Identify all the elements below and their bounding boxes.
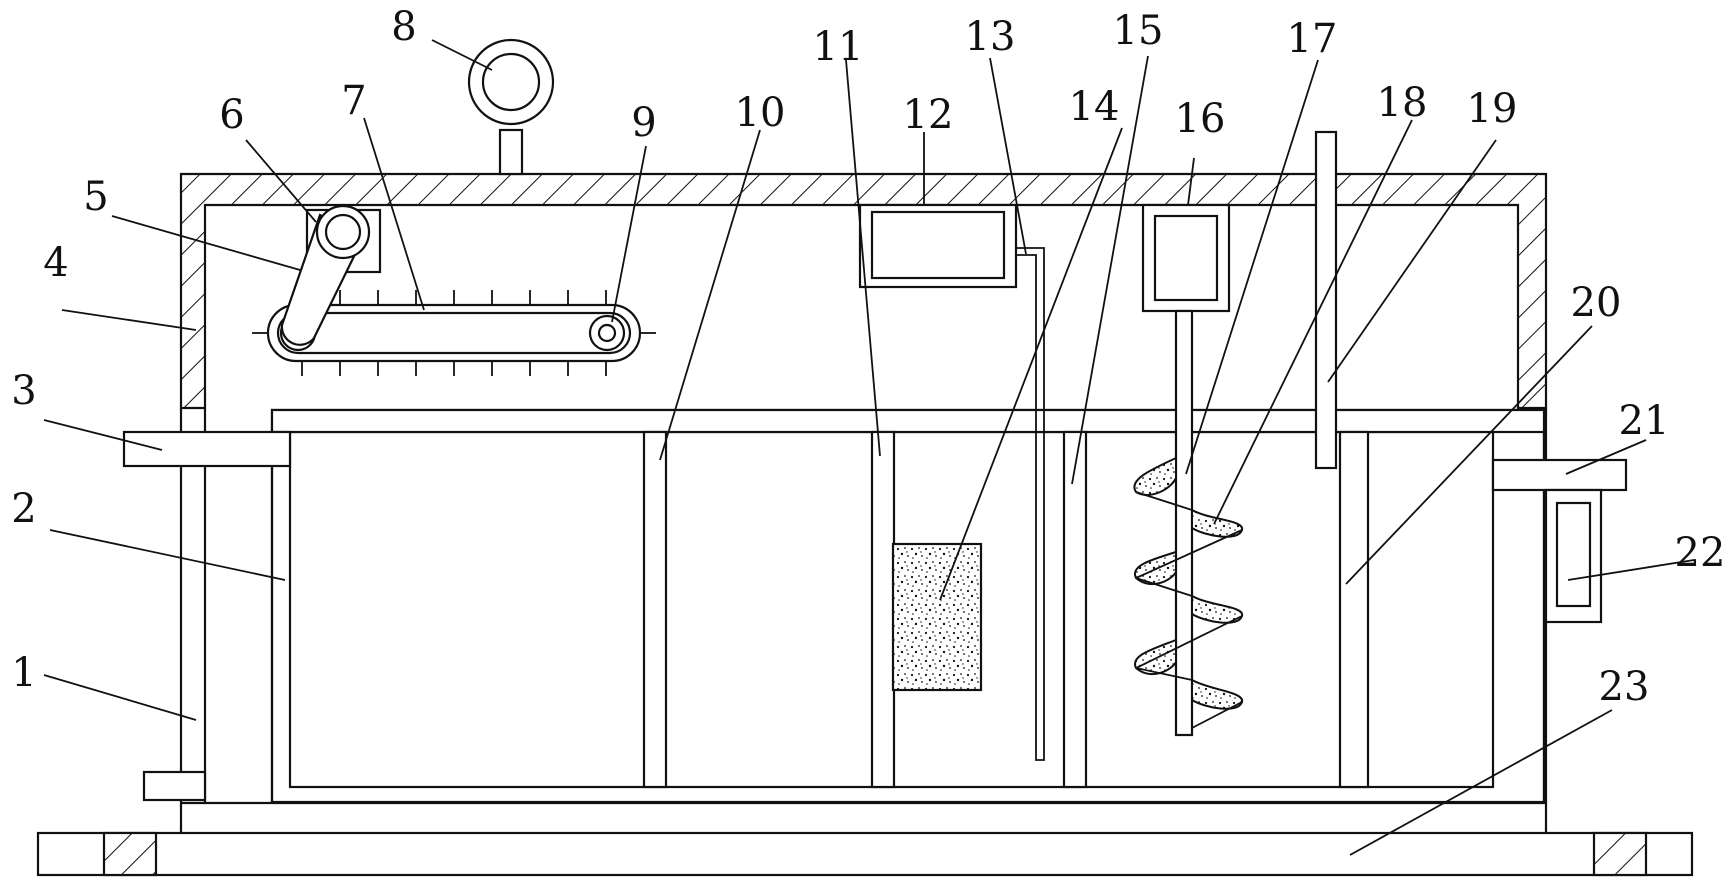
callout-3: 3: [11, 368, 36, 414]
callout-19: 19: [1467, 86, 1518, 132]
callout-labels: 1 2 3 4 5 6 7 8 9 10 11 12 13 14 15 16 1…: [11, 4, 1725, 710]
callout-22: 22: [1675, 530, 1726, 576]
callout-20: 20: [1571, 280, 1622, 326]
conveyor: [252, 204, 656, 376]
outlet-pipe: [1491, 458, 1628, 492]
callout-12: 12: [903, 92, 954, 138]
callout-6: 6: [219, 92, 244, 138]
callout-14: 14: [1069, 84, 1120, 130]
callout-18: 18: [1377, 80, 1428, 126]
leader-lines: [43, 39, 1695, 856]
callout-1: 1: [11, 650, 36, 696]
callout-11: 11: [813, 24, 864, 70]
callout-21: 21: [1619, 398, 1670, 444]
callout-7: 7: [341, 78, 366, 124]
pump: [858, 203, 1018, 289]
partitions: [642, 430, 1370, 789]
pump-pipe: [1004, 247, 1045, 761]
screw-shaft: [1133, 309, 1244, 737]
filter-block: [891, 542, 983, 692]
callout-9: 9: [631, 100, 656, 146]
level-rod: [1314, 130, 1338, 470]
callout-10: 10: [735, 90, 786, 136]
callout-2: 2: [11, 486, 36, 532]
callout-23: 23: [1599, 664, 1650, 710]
callout-4: 4: [43, 240, 68, 286]
callout-8: 8: [391, 4, 416, 50]
motor: [1141, 203, 1231, 313]
viewing-window: [1544, 488, 1603, 624]
callout-17: 17: [1287, 16, 1338, 62]
callout-5: 5: [83, 174, 108, 220]
callout-15: 15: [1113, 8, 1164, 54]
callout-13: 13: [965, 14, 1016, 60]
pressure-gauge: [467, 38, 555, 176]
inlet-pipe: [122, 430, 292, 468]
base-plate: [36, 831, 1694, 877]
callout-16: 16: [1175, 96, 1226, 142]
top-cover: [179, 172, 1548, 410]
